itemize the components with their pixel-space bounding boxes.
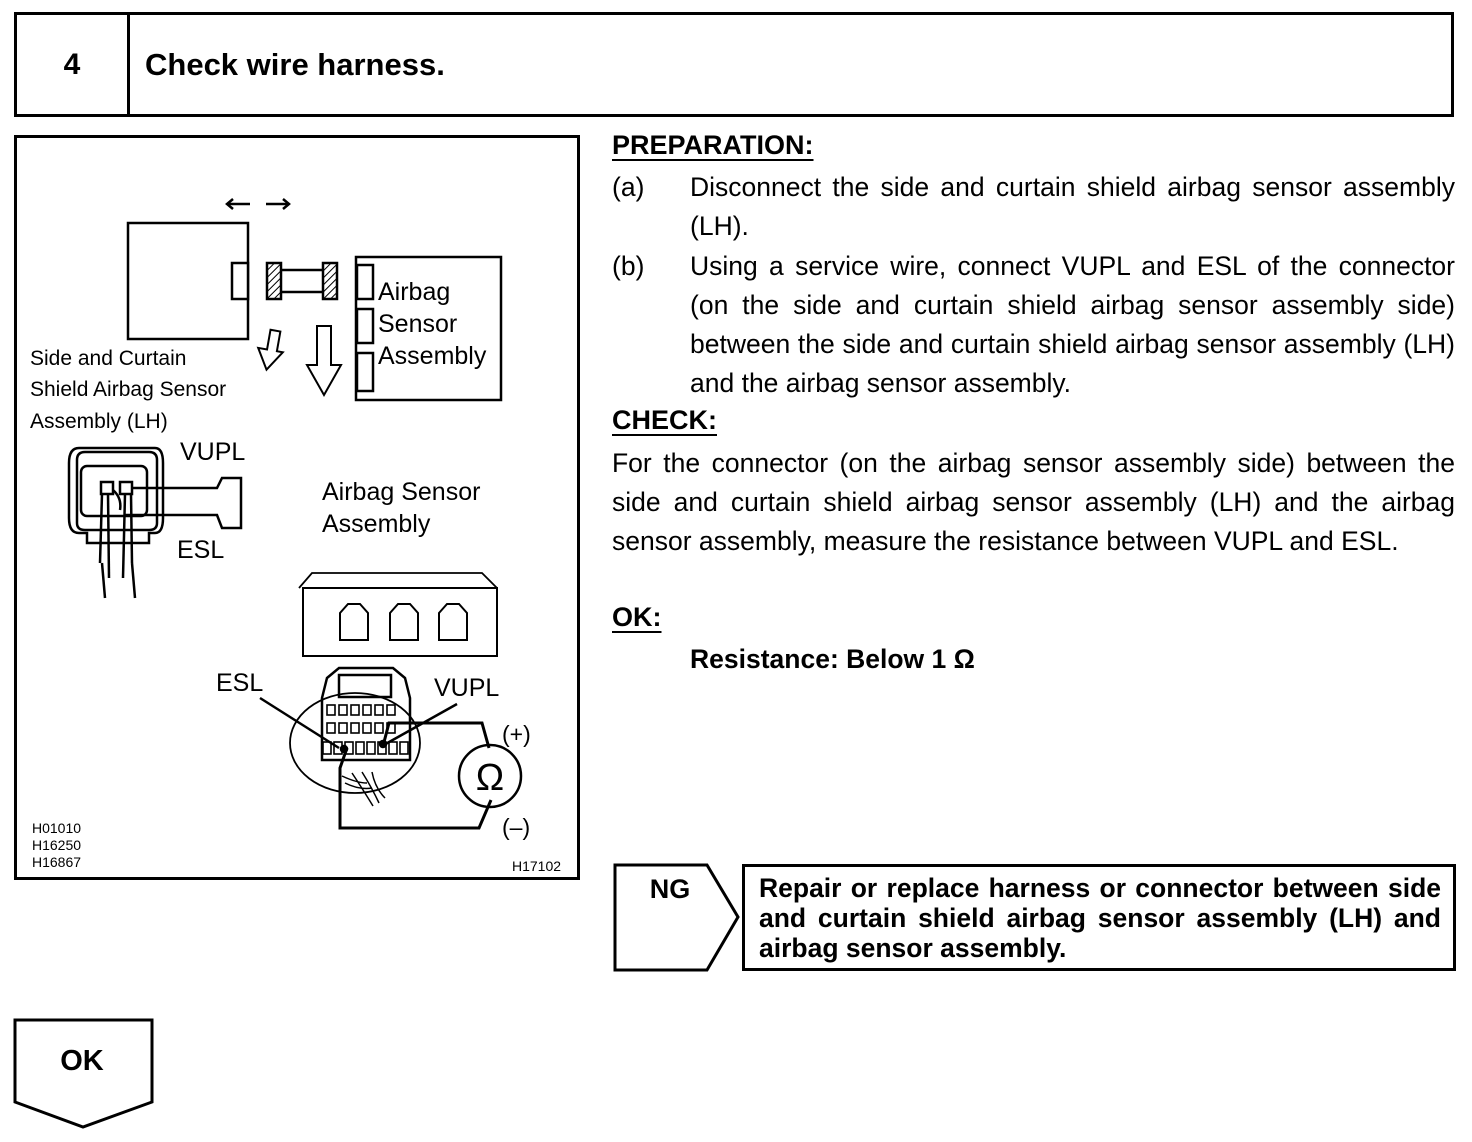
check-text: For the connector (on the airbag sensor … (612, 448, 1455, 556)
service-wire-plug-left (265, 261, 283, 301)
check-heading: CHECK: (612, 405, 717, 435)
plus-label: (+) (502, 721, 531, 747)
svg-text:Sensor: Sensor (378, 310, 457, 338)
ok-next-label: OK (60, 1045, 104, 1077)
ok-spec: Resistance: Below 1 Ω (690, 644, 975, 674)
step-b-text: Using a service wire, connect VUPL and E… (690, 251, 1455, 398)
svg-text:H16867: H16867 (32, 854, 81, 870)
pin-esl-label-2: ESL (216, 669, 263, 697)
figure-code-right: H17102 (512, 858, 561, 874)
ng-arrow: NG (613, 863, 740, 972)
ohmmeter-icon (457, 743, 523, 809)
double-arrow-icon (225, 198, 291, 210)
down-arrow-icon (256, 328, 285, 372)
ng-label: NG (650, 874, 691, 904)
airbag-assy-connector (289, 666, 421, 807)
wiring-figure: Side and Curtain Shield Airbag Sensor As… (14, 135, 580, 880)
svg-text:H16250: H16250 (32, 837, 81, 853)
sensor-lh-block (126, 221, 250, 341)
wiring-diagram: Side and Curtain Shield Airbag Sensor As… (30, 198, 561, 874)
pin-vupl-label-2: VUPL (434, 674, 499, 702)
step-b-label: (b) (612, 251, 645, 281)
ok-heading: OK: (612, 602, 662, 632)
step-a-text: Disconnect the side and curtain shield a… (690, 172, 1455, 241)
ng-action-box: Repair or replace harness or connector b… (742, 864, 1456, 971)
step-a-label: (a) (612, 172, 645, 202)
minus-label: (–) (502, 814, 530, 840)
pin-vupl-label: VUPL (180, 438, 245, 466)
figure-code: H01010 (32, 820, 81, 836)
airbag-box-label: Airbag (378, 278, 450, 306)
sensor-lh-label: Side and Curtain (30, 347, 186, 370)
ohm-symbol: Ω (476, 757, 504, 799)
sensor-lh-connector (67, 446, 243, 599)
svg-text:Shield Airbag Sensor: Shield Airbag Sensor (30, 378, 226, 401)
down-arrow-icon (305, 325, 343, 398)
airbag-assy-label: Airbag Sensor (322, 478, 480, 506)
service-wire-plug-right (321, 261, 339, 301)
svg-text:Assembly: Assembly (322, 510, 431, 538)
svg-text:Assembly (LH): Assembly (LH) (30, 410, 168, 433)
step-header: 4 Check wire harness. (14, 12, 1454, 117)
pin-esl-label: ESL (177, 536, 224, 564)
svg-text:Assembly: Assembly (378, 342, 487, 370)
preparation-heading: PREPARATION: (612, 130, 814, 160)
step-number: 4 (17, 15, 130, 114)
step-title: Check wire harness. (145, 46, 445, 82)
ok-arrow: OK (13, 1018, 154, 1129)
